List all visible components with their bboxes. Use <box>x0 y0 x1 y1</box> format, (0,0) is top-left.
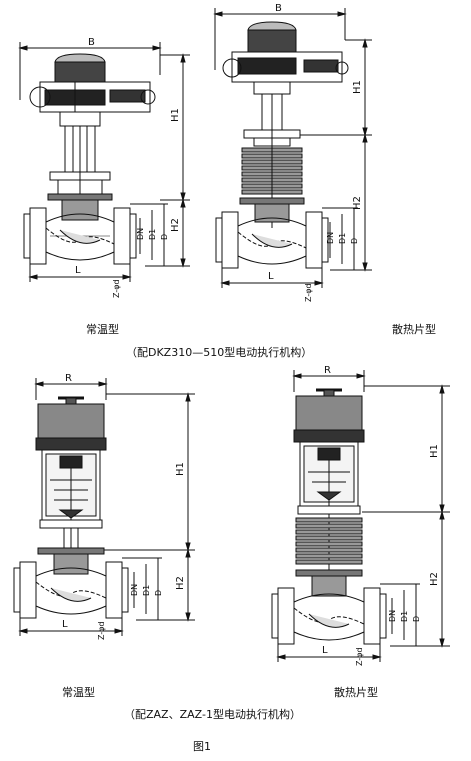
dim-dn-label: DN <box>326 232 335 244</box>
dim-dn-label: DN <box>136 228 145 240</box>
group-caption-zaz: （配ZAZ、ZAZ-1型电动执行机构） <box>124 708 301 721</box>
dim-holes-label: Z-φd <box>112 279 121 298</box>
view-label-normal: 常温型 <box>86 323 119 336</box>
dim-h2-label: H2 <box>170 218 181 232</box>
dim-h1-label: H1 <box>170 108 181 122</box>
dim-d-label: D <box>412 616 421 622</box>
dim-d1-label: D1 <box>400 611 409 622</box>
dim-r-label: R <box>324 365 331 376</box>
dim-b-label: B <box>275 3 282 14</box>
dim-d-label: D <box>350 238 359 244</box>
dim-h1-label: H1 <box>352 80 363 94</box>
dim-r-label: R <box>65 373 72 384</box>
dim-holes-label: Z-φd <box>355 647 364 666</box>
dkz-heatsink-valve-drawing: B <box>213 3 372 302</box>
dim-d1-label: D1 <box>148 229 157 240</box>
view-label-heatsink: 散热片型 <box>392 323 436 336</box>
dim-dn-label: DN <box>130 584 139 596</box>
dim-h1-label: H1 <box>175 462 186 476</box>
dim-h2-label: H2 <box>429 572 440 586</box>
dim-l-label: L <box>62 619 68 630</box>
zaz-heatsink-valve-drawing: R <box>271 365 450 666</box>
view-label-heatsink: 散热片型 <box>334 686 378 699</box>
dim-h2-label: H2 <box>175 576 186 590</box>
dim-dn-label: DN <box>388 610 397 622</box>
dim-d-label: D <box>160 234 169 240</box>
dim-d-label: D <box>154 590 163 596</box>
dim-d1-label: D1 <box>142 585 151 596</box>
dim-l-label: L <box>268 271 274 282</box>
dim-b-label: B <box>88 37 95 48</box>
dim-holes-label: Z-φd <box>304 283 313 302</box>
dkz-normal-valve-drawing: B <box>18 37 190 298</box>
zaz-normal-valve-drawing: R H1 <box>13 373 195 640</box>
view-label-normal: 常温型 <box>62 686 95 699</box>
dim-d1-label: D1 <box>338 233 347 244</box>
dim-l-label: L <box>75 265 81 276</box>
figure-label: 图1 <box>193 740 211 753</box>
dim-h2-label: H2 <box>352 196 363 210</box>
dim-holes-label: Z-φd <box>97 621 106 640</box>
dim-l-label: L <box>322 645 328 656</box>
dim-h1-label: H1 <box>429 444 440 458</box>
group-caption-dkz: （配DKZ310—510型电动执行机构） <box>126 346 313 359</box>
